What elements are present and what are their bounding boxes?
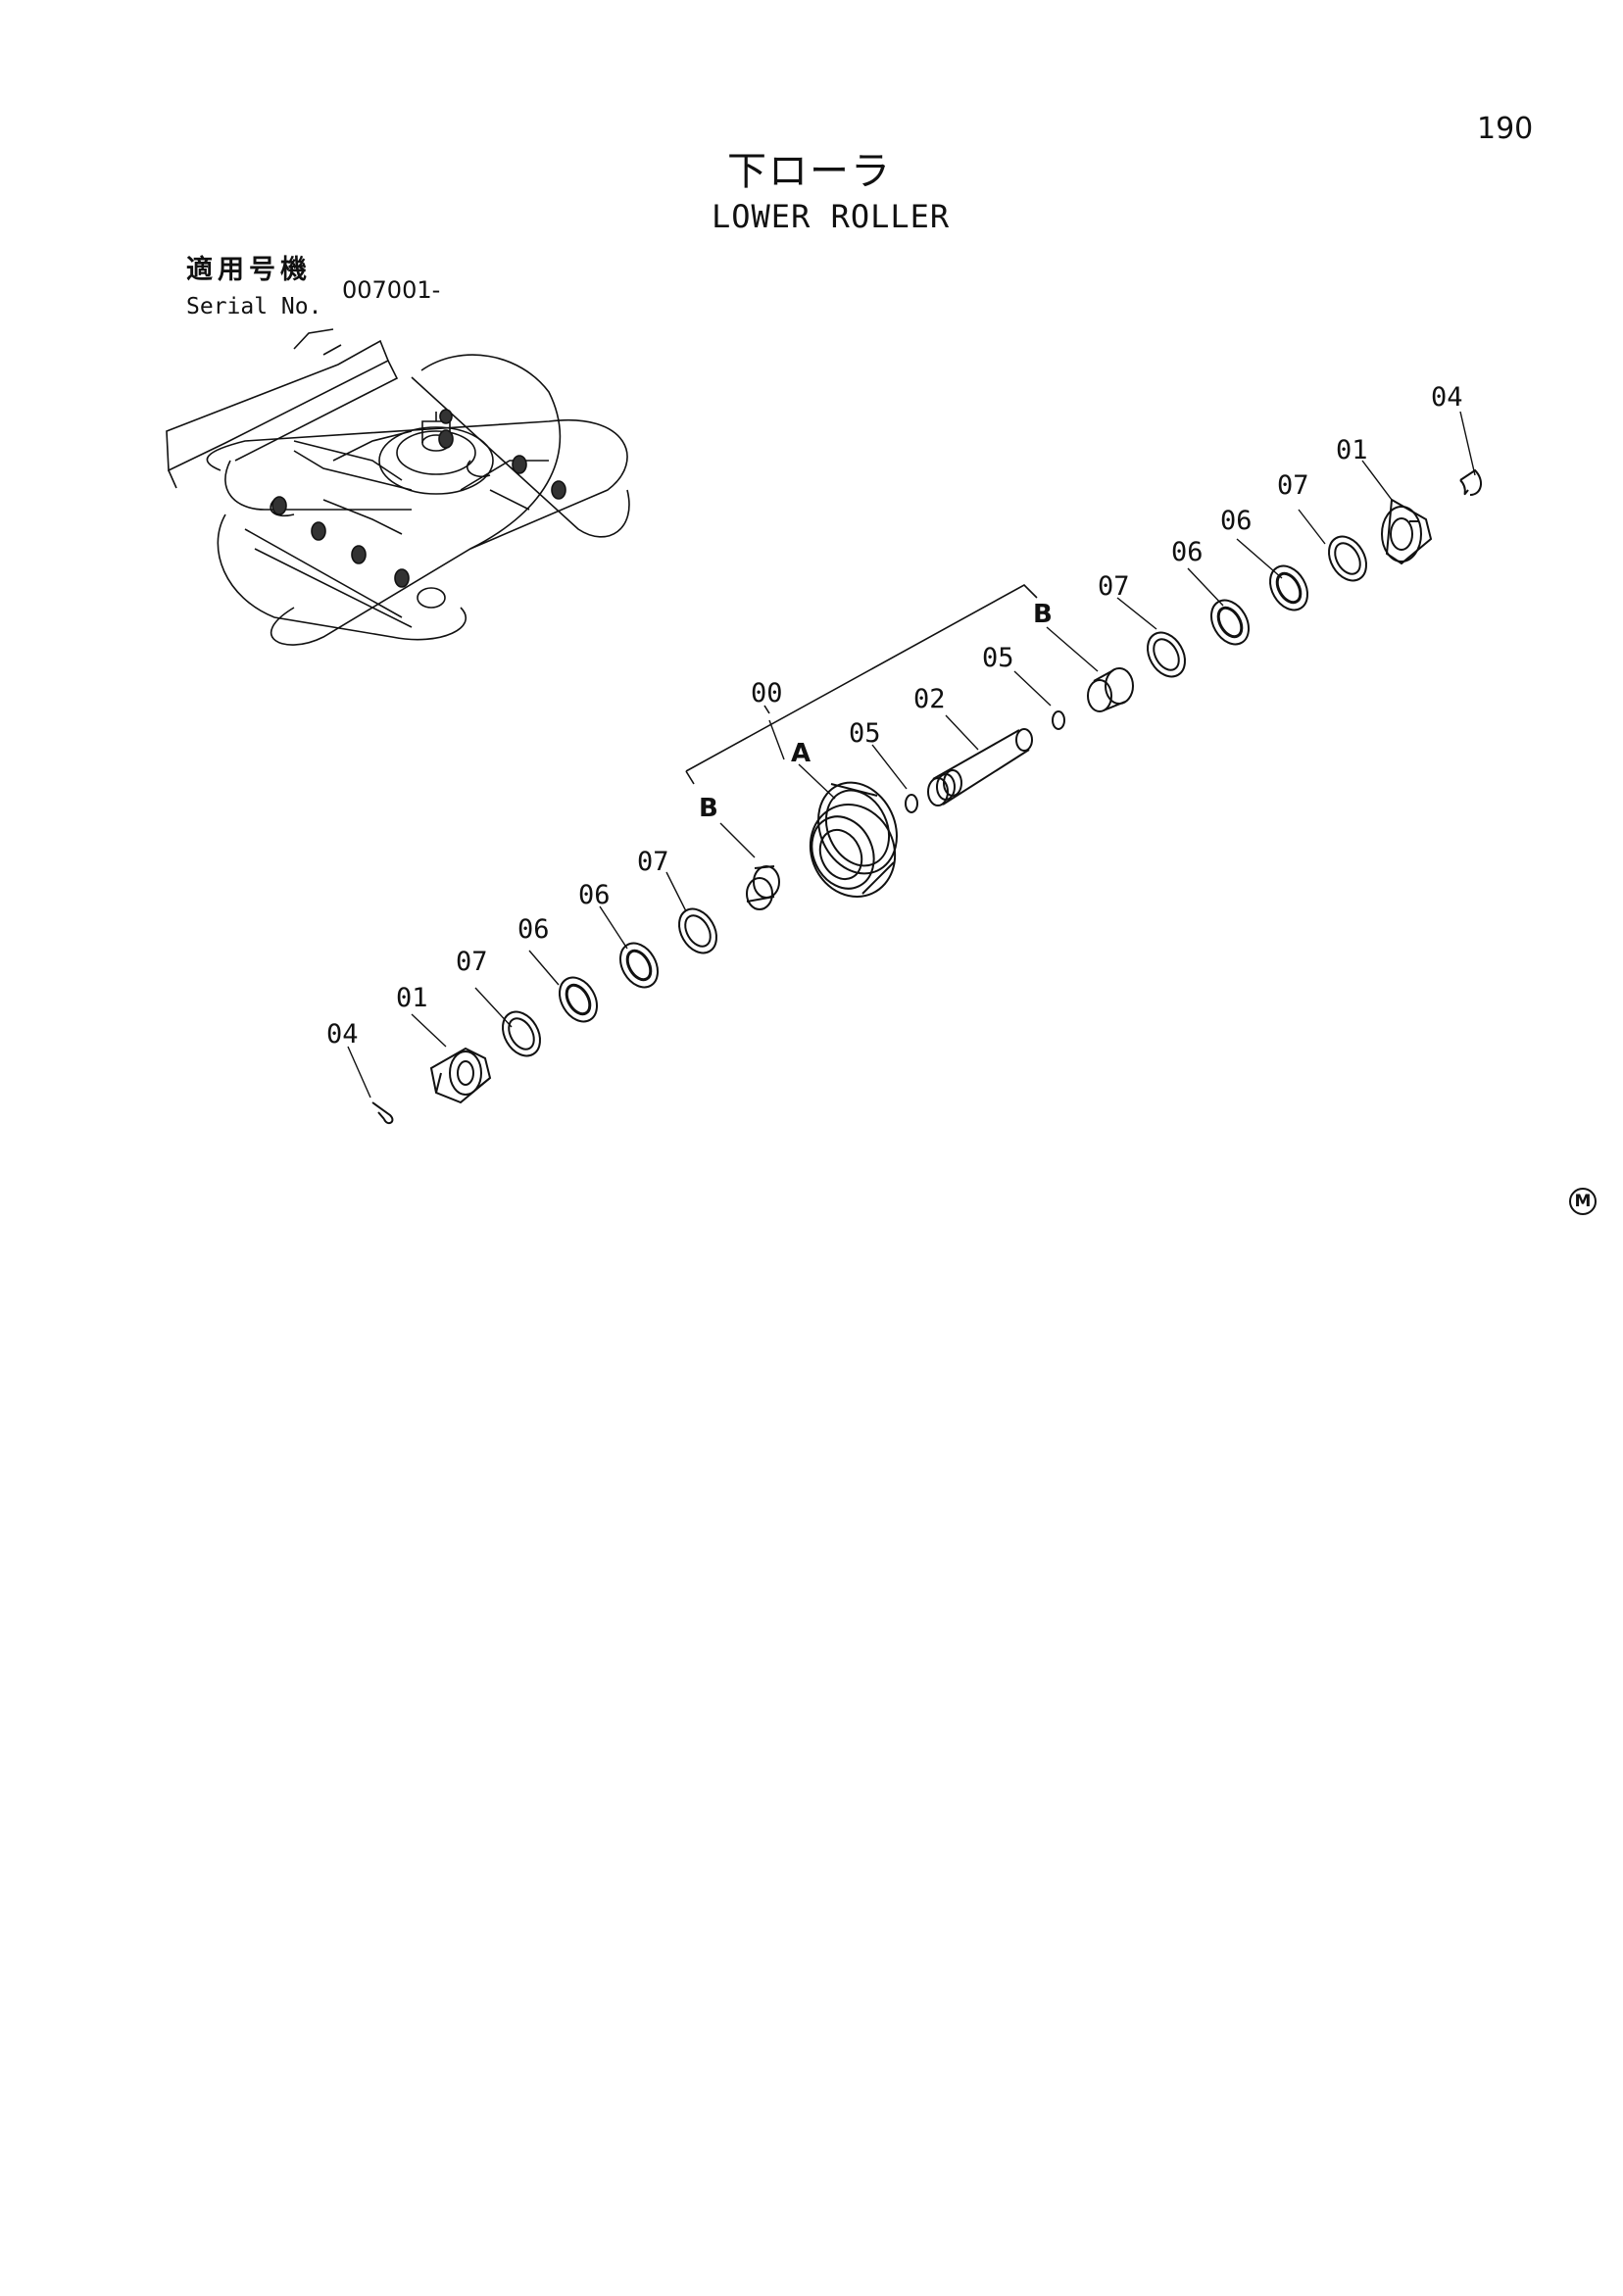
callout-00: 00 — [751, 678, 783, 708]
serial-label-japanese: 適用号機 — [186, 255, 312, 285]
callout-04-right: 04 — [1431, 382, 1463, 413]
part-b-right-bushing — [1087, 667, 1134, 712]
callout-01-right: 01 — [1336, 435, 1368, 465]
callout-06-left-outer: 06 — [517, 914, 550, 945]
part-04-right-pin — [1459, 468, 1482, 496]
callout-06-right-inner: 06 — [1171, 537, 1204, 567]
serial-number-value: 007001- — [342, 276, 441, 304]
leader-lines — [347, 411, 1476, 1099]
part-07-right-inner-oring — [1147, 631, 1186, 678]
part-05-right-oring — [1052, 710, 1065, 730]
callout-07-right-inner: 07 — [1098, 571, 1130, 602]
undercarriage-overview-sketch — [166, 328, 630, 646]
callout-05-right: 05 — [982, 643, 1014, 673]
part-07-left-oring — [502, 1010, 541, 1057]
part-01-left-end-collar — [429, 1047, 492, 1104]
part-05-left-oring — [905, 794, 918, 813]
part-01-right-end-collar — [1381, 498, 1433, 565]
callout-06-right-outer: 06 — [1220, 506, 1253, 536]
part-07-left-inner-oring — [678, 907, 717, 954]
title-english: LOWER ROLLER — [712, 198, 951, 235]
callout-a: A — [791, 739, 812, 768]
callout-05-left: 05 — [849, 718, 881, 749]
part-02-shaft — [927, 728, 1033, 806]
part-a-roller — [809, 781, 898, 898]
part-07-right-oring — [1328, 535, 1367, 582]
title-japanese: 下ローラ — [727, 149, 892, 194]
part-04-left-pin — [371, 1101, 394, 1125]
callout-02: 02 — [913, 684, 946, 714]
part-b-left-bushing — [746, 865, 780, 910]
callout-b-right: B — [1033, 600, 1053, 629]
page-number: 190 — [1477, 112, 1534, 146]
callout-07-left-inner: 07 — [637, 847, 669, 877]
callout-b-left: B — [699, 794, 718, 823]
callout-07-left-outer: 07 — [456, 947, 488, 977]
serial-label-english: Serial No. — [186, 294, 322, 319]
callout-06-left-inner: 06 — [578, 880, 611, 910]
part-06-right-seal-inner — [1210, 599, 1250, 646]
part-06-right-seal-outer — [1269, 564, 1308, 611]
callout-07-right-outer: 07 — [1277, 470, 1309, 501]
callout-04-left: 04 — [326, 1019, 359, 1050]
m-mark-icon: M — [1569, 1188, 1597, 1215]
group-bracket — [685, 584, 1038, 785]
part-06-left-seal-inner — [619, 942, 659, 989]
callout-01-left: 01 — [396, 983, 428, 1013]
part-06-left-seal-outer — [559, 976, 598, 1023]
